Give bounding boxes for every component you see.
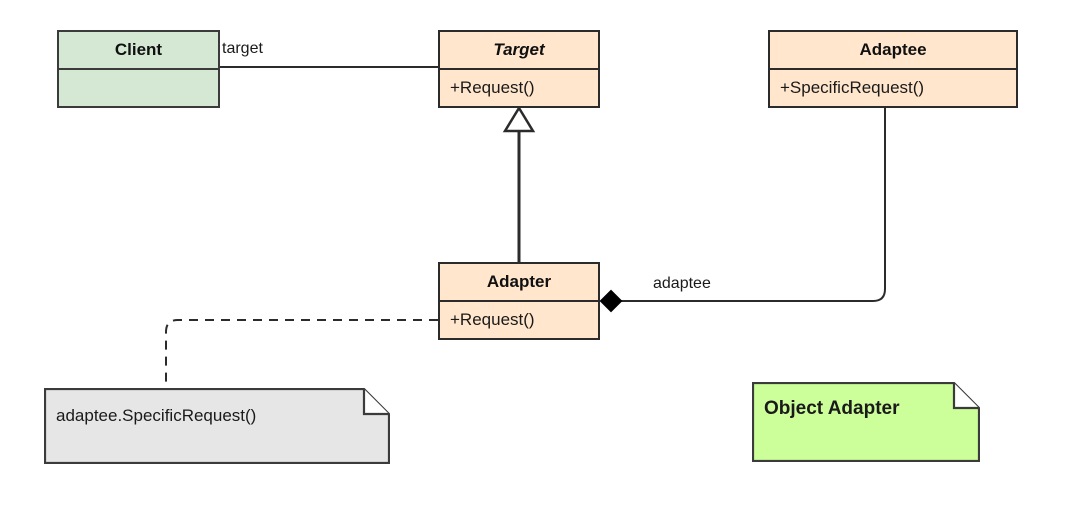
class-member: +Request() — [450, 310, 535, 329]
edge-adapter-note-dashed — [165, 319, 438, 388]
note-implementation[interactable]: adaptee.SpecificRequest() — [44, 388, 390, 464]
class-member: +Request() — [450, 78, 535, 97]
class-box-adaptee[interactable]: Adaptee +SpecificRequest() — [768, 30, 1018, 108]
edge-label-adaptee: adaptee — [653, 275, 711, 292]
note-shape-icon — [44, 388, 390, 464]
class-box-target[interactable]: Target +Request() — [438, 30, 600, 108]
composition-diamond-icon — [599, 289, 623, 313]
class-box-adapter[interactable]: Adapter +Request() — [438, 262, 600, 340]
class-members-client — [59, 70, 218, 106]
generalization-triangle-icon — [502, 105, 536, 133]
note-pattern-label-text: Object Adapter — [764, 398, 900, 419]
class-name-target: Target — [440, 32, 598, 70]
class-name-adaptee: Adaptee — [770, 32, 1016, 70]
note-pattern-label[interactable]: Object Adapter — [752, 382, 980, 462]
class-name-client: Client — [59, 32, 218, 70]
class-box-client[interactable]: Client — [57, 30, 220, 108]
edge-adapter-adaptee-line — [620, 108, 886, 302]
class-name-adapter: Adapter — [440, 264, 598, 302]
edge-label-target: target — [222, 40, 263, 57]
class-members-target: +Request() — [440, 70, 598, 106]
class-members-adaptee: +SpecificRequest() — [770, 70, 1016, 106]
note-shape-icon — [752, 382, 980, 462]
class-member: +SpecificRequest() — [780, 78, 925, 97]
class-members-adapter: +Request() — [440, 302, 598, 338]
note-implementation-text: adaptee.SpecificRequest() — [56, 406, 257, 425]
